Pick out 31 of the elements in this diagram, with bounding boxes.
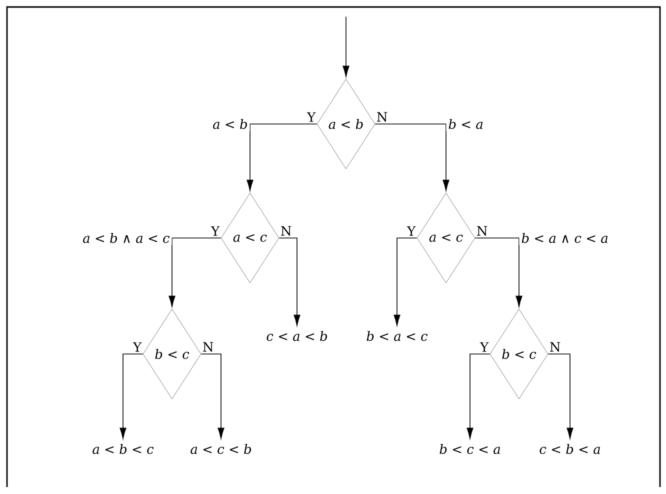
arrow — [374, 124, 450, 191]
arrow — [474, 238, 522, 307]
result-text: b < a < c — [366, 330, 428, 342]
branch-letter: N — [377, 112, 388, 122]
arrow — [466, 354, 490, 439]
arrow — [200, 354, 224, 439]
result-text: c < a < b — [266, 330, 327, 342]
branch-letter: N — [281, 226, 292, 236]
edge-label: a < b ∧ a < c — [80, 230, 172, 246]
edge-label: a < b — [210, 116, 250, 132]
arrow — [548, 354, 574, 439]
branch-letter: Y — [480, 342, 489, 352]
arrow — [278, 238, 300, 326]
edge-label: b < a — [446, 116, 486, 132]
arrow — [394, 238, 418, 326]
arrow — [342, 16, 350, 77]
branch-letter: Y — [132, 342, 142, 352]
branch-letter: Y — [406, 226, 416, 236]
edge-label: b < a ∧ c < a — [519, 230, 610, 246]
branch-letter: N — [477, 226, 488, 236]
result-text: b < c < a — [440, 444, 500, 454]
branch-letter: Y — [210, 226, 220, 236]
result-text: a < c < b — [190, 444, 251, 454]
branch-letter: N — [203, 342, 214, 352]
branch-letter: N — [550, 342, 560, 352]
result-text: c < b < a — [540, 444, 600, 454]
arrow — [168, 238, 222, 307]
branch-letter: Y — [306, 112, 316, 122]
arrow — [246, 124, 318, 191]
arrow — [120, 354, 144, 439]
result-text: a < b < c — [92, 444, 154, 454]
